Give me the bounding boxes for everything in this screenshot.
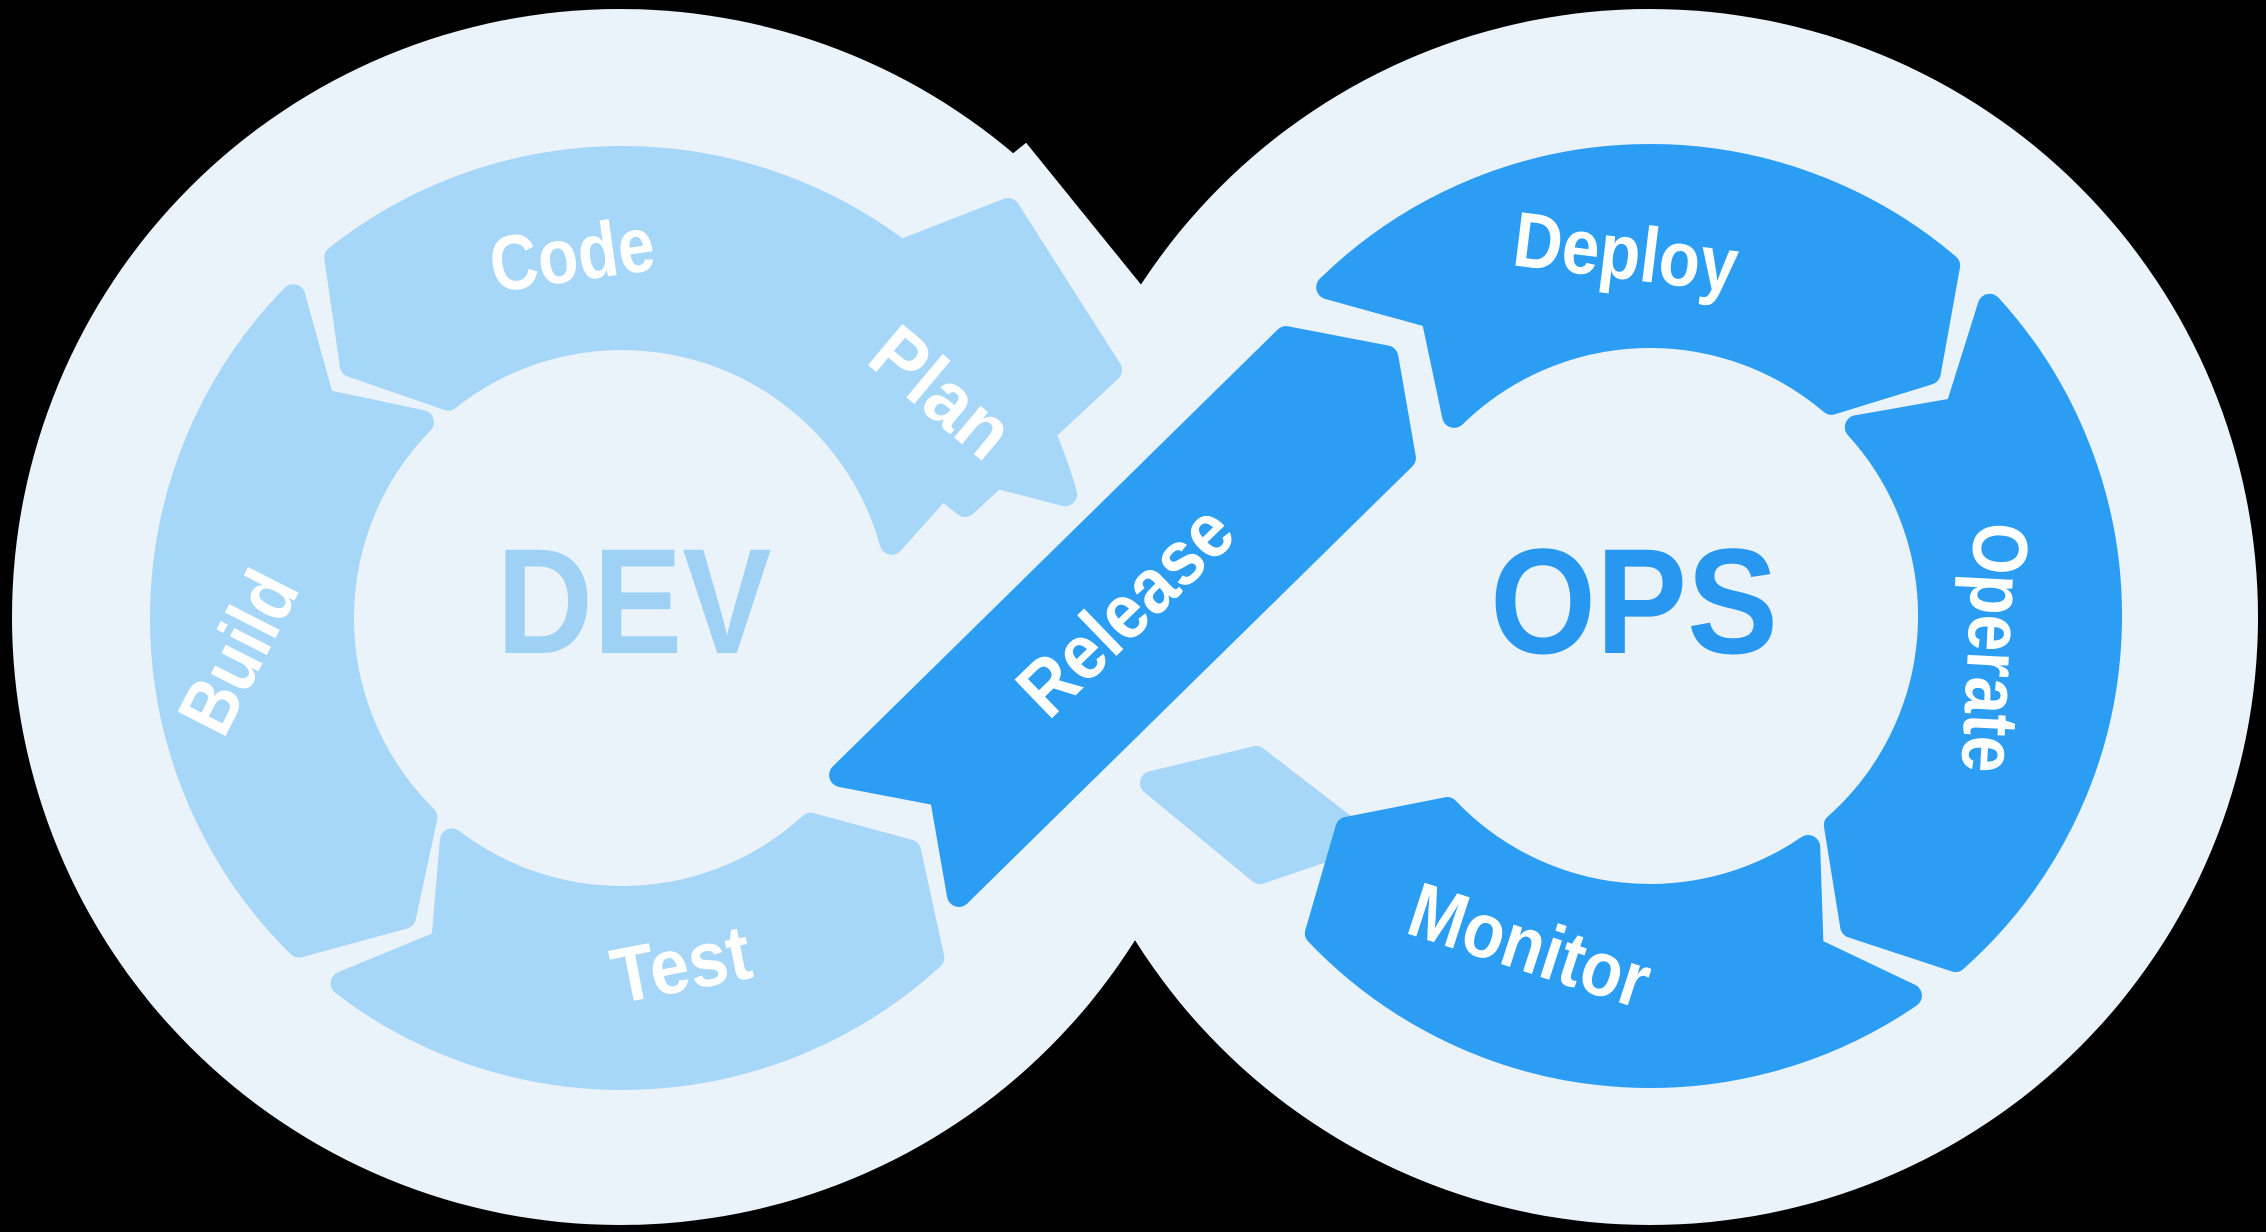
label-operate: Operate	[1945, 521, 2046, 775]
segment-test	[330, 812, 945, 1090]
segment-deploy	[1316, 144, 1961, 428]
label-ops: OPS	[1490, 517, 1778, 685]
segment-code	[324, 146, 1078, 555]
label-dev: DEV	[497, 517, 772, 685]
segment-operate	[1823, 293, 2123, 972]
segment-build	[150, 284, 438, 958]
segment-monitor	[1304, 797, 1922, 1088]
release-ribbon	[829, 326, 1416, 907]
